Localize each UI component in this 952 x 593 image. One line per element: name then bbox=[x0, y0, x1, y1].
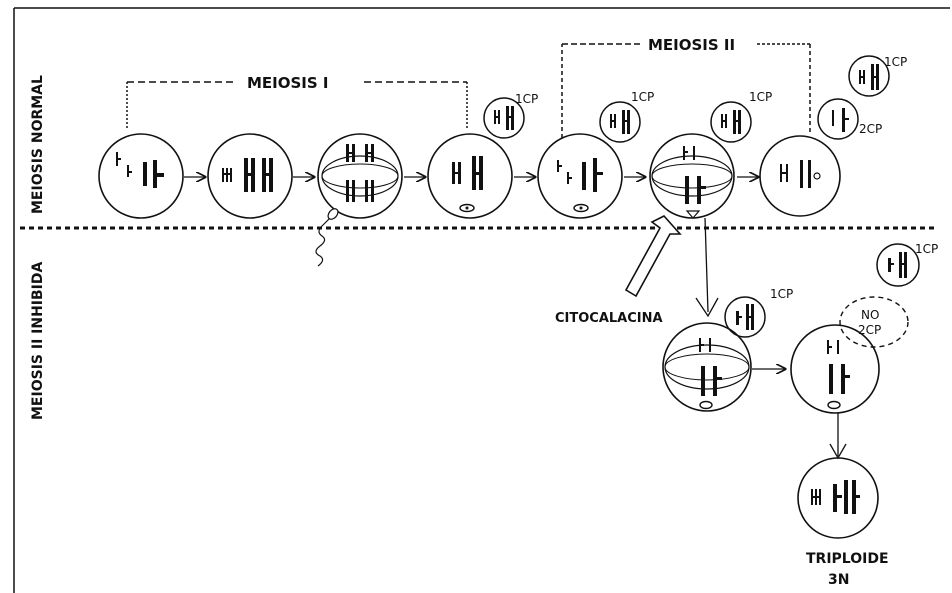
meiosis-i-bracket bbox=[126, 81, 468, 128]
polar-body-top-right-2 bbox=[817, 98, 859, 140]
no-2cp-ellipse bbox=[839, 296, 909, 348]
label-triploide: TRIPLOIDE bbox=[806, 551, 889, 567]
label-meiosis-i: MEIOSIS I bbox=[247, 74, 329, 92]
polar-body-bottom-2 bbox=[876, 243, 920, 287]
label-1cp-f: 1CP bbox=[915, 242, 938, 256]
cell-oocyte-1 bbox=[98, 133, 184, 219]
cell-oocyte-4 bbox=[427, 133, 513, 219]
label-1cp-e: 1CP bbox=[770, 287, 793, 301]
cell-oocyte-2 bbox=[207, 133, 293, 219]
label-no-2cp: 2CP bbox=[858, 323, 881, 337]
cell-oocyte-6-spindle bbox=[649, 133, 735, 219]
citocalacina-arrow bbox=[624, 215, 682, 298]
label-1cp-b: 1CP bbox=[631, 90, 654, 104]
cell-oocyte-3-spindle bbox=[317, 133, 403, 219]
label-1cp-c: 1CP bbox=[749, 90, 772, 104]
polar-body-top-right-1 bbox=[848, 55, 890, 97]
label-1cp-a: 1CP bbox=[515, 92, 538, 106]
polar-body-bottom-1 bbox=[724, 296, 766, 338]
label-3n: 3N bbox=[828, 572, 849, 588]
sperm-tail bbox=[315, 215, 333, 267]
cell-oocyte-7 bbox=[759, 135, 841, 217]
label-no: NO bbox=[861, 308, 879, 322]
arrow-down-1-head bbox=[695, 297, 719, 318]
polar-body-1 bbox=[483, 97, 525, 139]
label-meiosis-ii: MEIOSIS II bbox=[648, 36, 735, 54]
label-citocalacina: CITOCALACINA bbox=[555, 311, 663, 326]
label-1cp-d: 1CP bbox=[884, 55, 907, 69]
label-meiosis-inhibida: MEIOSIS II INHIBIDA bbox=[30, 262, 46, 420]
cell-inhibited-spindle bbox=[662, 322, 752, 412]
sperm-head bbox=[327, 208, 339, 220]
arrow-down-1 bbox=[704, 217, 709, 313]
polar-body-3 bbox=[710, 101, 752, 143]
label-2cp: 2CP bbox=[859, 122, 882, 136]
cell-oocyte-5 bbox=[537, 133, 623, 219]
polar-body-2 bbox=[599, 101, 641, 143]
meiosis-ii-bracket bbox=[561, 43, 811, 138]
cell-triploid bbox=[797, 457, 879, 539]
cell-inhibited-2 bbox=[790, 324, 880, 414]
label-meiosis-normal: MEIOSIS NORMAL bbox=[30, 75, 46, 214]
